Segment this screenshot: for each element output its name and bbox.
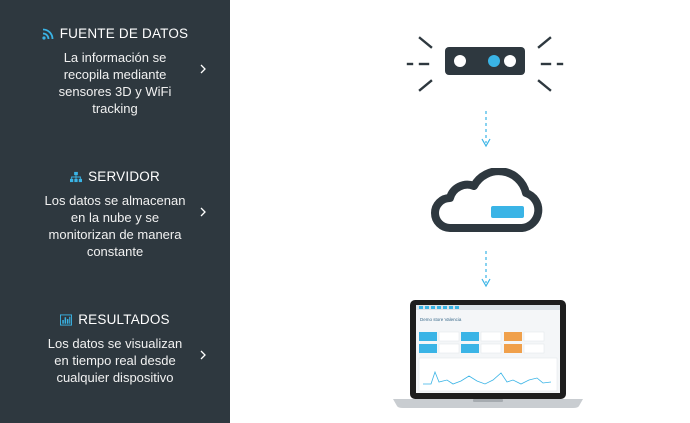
chevron-right-icon[interactable] (198, 348, 208, 362)
chevron-right-icon[interactable] (198, 205, 208, 219)
chevron-right-icon[interactable] (198, 62, 208, 76)
dashed-arrow-down (479, 110, 493, 150)
sidebar-item-fuente-de-datos[interactable]: FUENTE DE DATOS La información se recopi… (0, 26, 230, 117)
section-title-label: FUENTE DE DATOS (60, 26, 189, 41)
section-title-label: RESULTADOS (78, 312, 170, 327)
section-description: Los datos se almacenan en la nube y se m… (40, 192, 190, 260)
sidebar: FUENTE DE DATOS La información se recopi… (0, 0, 230, 423)
section-title-label: SERVIDOR (88, 169, 160, 184)
section-description: Los datos se visualizan en tiempo real d… (40, 335, 190, 386)
section-title: SERVIDOR (0, 169, 230, 184)
sidebar-item-servidor[interactable]: SERVIDOR Los datos se almacenan en la nu… (0, 169, 230, 260)
laptop-icon: Demo store Valencia (393, 300, 583, 410)
cloud-icon (430, 168, 545, 238)
section-description: La información se recopila mediante sens… (40, 49, 190, 117)
network-sitemap-icon (70, 171, 82, 183)
bar-chart-icon (60, 314, 72, 326)
section-title: RESULTADOS (0, 312, 230, 327)
section-title: FUENTE DE DATOS (0, 26, 230, 41)
sensor-3d-icon (400, 30, 570, 98)
sidebar-item-resultados[interactable]: RESULTADOS Los datos se visualizan en ti… (0, 312, 230, 386)
diagram-area: Demo store Valencia (230, 0, 690, 423)
laptop-screen-title: Demo store Valencia (420, 317, 461, 322)
dashed-arrow-down (479, 250, 493, 290)
rss-feed-icon (42, 28, 54, 40)
